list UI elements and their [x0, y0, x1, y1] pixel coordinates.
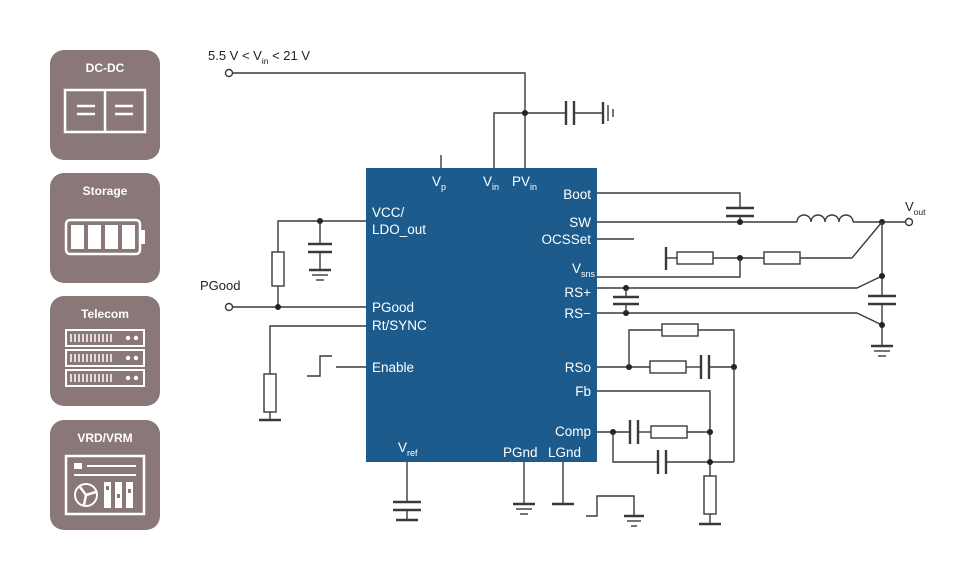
battery-icon — [64, 218, 145, 256]
tile-label: DC-DC — [86, 61, 125, 75]
tile-label: VRD/VRM — [77, 431, 132, 445]
rack-unit — [65, 329, 145, 347]
output-voltage-label: Vout — [905, 199, 926, 217]
pin-vin: Vin — [483, 174, 499, 192]
tile-label: Storage — [83, 184, 128, 198]
pin-pgood: PGood — [372, 300, 414, 315]
pin-lgnd: LGnd — [548, 445, 581, 460]
server-rack-icon — [65, 329, 145, 387]
application-tile-storage: Storage — [50, 173, 160, 283]
pin-sw: SW — [569, 215, 591, 230]
pin-enable: Enable — [372, 360, 414, 375]
pin-vref: Vref — [398, 440, 418, 458]
pin-boot: Boot — [563, 187, 591, 202]
rack-unit — [65, 349, 145, 367]
application-tile-dc-dc: DC-DC — [50, 50, 160, 160]
tile-label: Telecom — [81, 307, 129, 321]
pin-vp: Vp — [432, 174, 446, 192]
schematic-wiring — [224, 68, 914, 527]
pin-pgnd: PGnd — [503, 445, 538, 460]
rack-unit — [65, 369, 145, 387]
pullup-resistor — [271, 251, 285, 287]
pin-ldo-out: LDO_out — [372, 222, 426, 237]
pin-fb: Fb — [575, 384, 591, 399]
application-tile-telecom: Telecom — [50, 296, 160, 406]
pin-ocsset: OCSSet — [541, 232, 591, 247]
pgood-label: PGood — [200, 278, 240, 293]
converter-icon — [63, 88, 147, 134]
controller-ic — [366, 168, 597, 462]
pin-vsns: Vsns — [572, 261, 596, 279]
pin-rt-sync: Rt/SYNC — [372, 318, 427, 333]
output-terminal — [904, 217, 914, 227]
pin-comp: Comp — [555, 424, 591, 439]
motherboard-icon — [64, 454, 146, 516]
pin-rso: RSo — [565, 360, 591, 375]
pin-pvin: PVin — [512, 174, 537, 192]
ground-symbol — [601, 102, 614, 124]
supply-voltage-label: 5.5 V < Vin < 21 V — [208, 48, 310, 66]
supply-terminal — [224, 68, 234, 78]
pin-rs-plus: RS+ — [564, 285, 591, 300]
pin-vcc: VCC/ — [372, 205, 405, 220]
pin-rs-minus: RS− — [564, 306, 591, 321]
application-tile-vrd-vrm: VRD/VRM — [50, 420, 160, 530]
